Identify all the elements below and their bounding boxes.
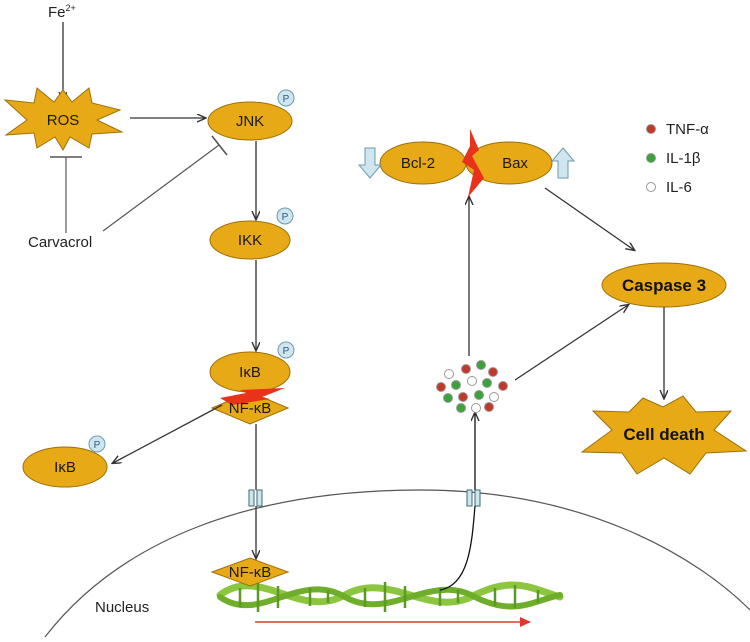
legend-tnf-label: TNF-α	[666, 121, 709, 138]
cell-death-node	[580, 395, 748, 475]
jnk-phospho-icon	[277, 89, 295, 107]
bcl2-bax-antagonism-bolt-icon	[462, 129, 484, 197]
ros-node	[3, 87, 124, 152]
cytokines-to-caspase-arrow	[514, 305, 628, 381]
jnk-node	[207, 101, 293, 141]
bax-increase-arrow-icon	[550, 147, 576, 179]
bax-to-caspase-arrow	[544, 187, 634, 250]
ikk-phospho-icon	[276, 207, 294, 225]
nucleus-membrane	[44, 489, 750, 638]
caspase3-label: Caspase 3	[622, 276, 706, 295]
ikb-release-arrow	[113, 404, 223, 463]
dna-helix	[216, 581, 564, 612]
legend-il1b-swatch	[646, 153, 656, 163]
nfkb-nucleus-label: NF-κB	[229, 564, 272, 581]
ikk-label: IKK	[238, 232, 262, 249]
nfkb-complex-label: NF-κB	[229, 400, 272, 417]
jnk-phospho-label: P	[283, 94, 290, 105]
released-ikb-label: IκB	[54, 459, 76, 476]
ros-label: ROS	[47, 112, 80, 129]
released-ikb-phospho-icon	[88, 435, 106, 453]
ikk-phospho-label: P	[282, 212, 289, 223]
bcl2-decrease-arrow-icon	[357, 147, 383, 179]
carvacrol-label: Carvacrol	[28, 234, 92, 251]
cytokine-cluster	[436, 360, 508, 413]
ikk-node	[209, 220, 291, 260]
ikb-phospho-icon	[277, 341, 295, 359]
carvacrol-to-jnk-inhibit	[102, 144, 220, 232]
membrane-pore-right	[466, 489, 481, 507]
bcl2-label: Bcl-2	[401, 155, 435, 172]
legend: TNF-α IL-1β IL-6	[646, 121, 709, 196]
bax-label: Bax	[502, 155, 528, 172]
carvacrol-jnk-tbar	[211, 135, 228, 156]
jnk-label: JNK	[236, 113, 264, 130]
nucleus-label: Nucleus	[95, 599, 149, 616]
nfkb-nucleus-node	[210, 557, 290, 587]
ikb-label: IκB	[239, 364, 261, 381]
legend-il6-label: IL-6	[666, 179, 692, 196]
cleavage-bolt-icon	[220, 388, 285, 405]
released-ikb-phospho-label: P	[94, 440, 101, 451]
fe-label: Fe2+	[48, 3, 76, 21]
legend-il1b-label: IL-1β	[666, 150, 701, 167]
cell-death-label: Cell death	[623, 425, 704, 444]
expression-arrow	[439, 505, 476, 591]
ikb-phospho-label: P	[283, 346, 290, 357]
legend-tnf-swatch	[646, 124, 656, 134]
released-ikb-node	[22, 446, 108, 488]
membrane-pore-left	[248, 489, 263, 507]
legend-il6-swatch	[646, 182, 656, 192]
